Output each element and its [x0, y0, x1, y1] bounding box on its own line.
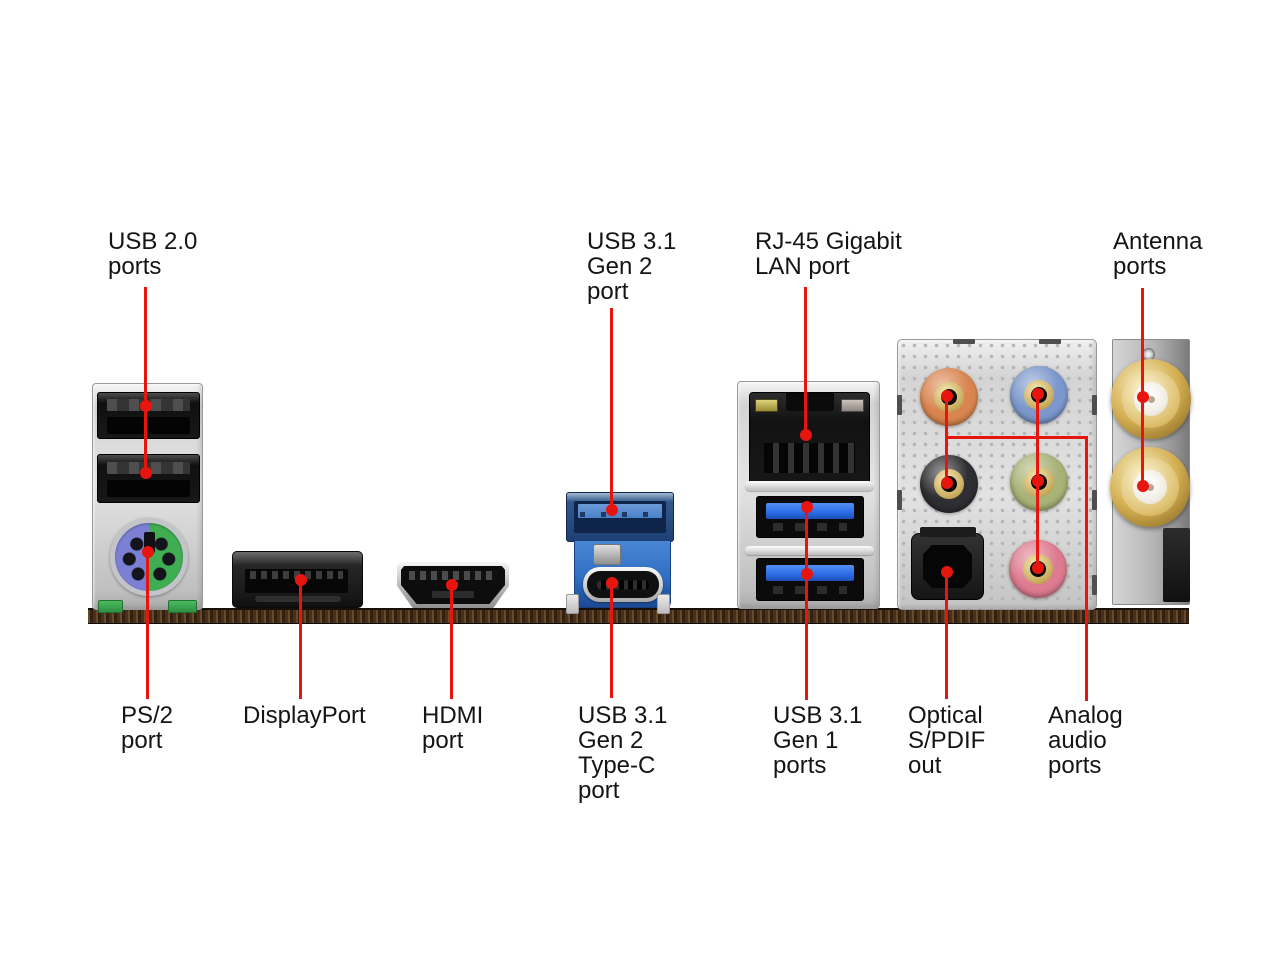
- audio-jack-green-line-out: [1010, 453, 1068, 511]
- usb31-gen2-housing: [574, 540, 671, 608]
- label-ps2-port: PS/2 port: [121, 702, 174, 754]
- lan-led-left: [755, 399, 778, 412]
- usb-contacts: [580, 512, 660, 517]
- callout-dot: [801, 568, 813, 580]
- usb-contacts: [773, 523, 847, 531]
- typec-cavity: [587, 571, 659, 598]
- displayport-bar: [255, 596, 341, 602]
- sma-pin-socket: [1147, 484, 1154, 491]
- label-optical-spdif-out: Optical S/PDIF out: [908, 702, 986, 779]
- usb-tongue: [578, 504, 662, 518]
- audio-bracket: [897, 339, 1097, 610]
- edge-notch: [897, 490, 902, 510]
- usb-2-0-port-2: [97, 454, 200, 503]
- usb31-gen2-typec-port: [583, 567, 663, 602]
- callout-dot: [1032, 562, 1044, 574]
- ps2-green-tab: [168, 600, 197, 613]
- edge-notch: [897, 395, 902, 415]
- label-usb-31-gen2-port: USB 3.1 Gen 2 port: [587, 228, 677, 305]
- metal-tab: [593, 544, 621, 565]
- callout-dot: [606, 577, 618, 589]
- usb-2-0-port-1: [97, 392, 200, 439]
- usb31-gen1-port-2: [756, 558, 864, 601]
- callout-line-optical: [945, 572, 948, 699]
- callout-line-analog-down: [1085, 436, 1088, 701]
- callout-line-antenna: [1141, 288, 1144, 487]
- hdmi-pins: [409, 570, 497, 581]
- rj45-base: [758, 474, 861, 482]
- divider-ridge: [745, 546, 874, 555]
- lan-led-right: [841, 399, 864, 412]
- callout-line-lan: [804, 287, 807, 437]
- label-hdmi-port: HDMI port: [422, 702, 484, 754]
- ps2-key-slot: [143, 531, 156, 553]
- callout-dot: [142, 546, 154, 558]
- usb-contacts: [773, 586, 847, 594]
- rj45-pins: [764, 443, 855, 473]
- callout-dot: [1032, 388, 1044, 400]
- callout-dot: [1032, 475, 1044, 487]
- callout-dot: [941, 477, 953, 489]
- label-antenna-ports: Antenna ports: [1113, 228, 1203, 280]
- optical-lip: [920, 527, 976, 537]
- antenna-port-2: [1110, 447, 1190, 527]
- mount-ear: [657, 594, 670, 614]
- label-usb-2-0-ports: USB 2.0 ports: [108, 228, 198, 280]
- lan-usb-bracket: [737, 381, 880, 609]
- pcb-edge-strip: [88, 608, 1189, 624]
- callout-dot: [140, 467, 152, 479]
- callout-dot: [800, 429, 812, 441]
- edge-notch: [1092, 490, 1097, 510]
- divider-ridge: [745, 481, 874, 491]
- bracket-component: [1163, 528, 1190, 602]
- sma-pin-socket: [1148, 396, 1155, 403]
- edge-notch: [953, 339, 975, 344]
- callout-line-usb31-gen1: [805, 507, 808, 700]
- callout-dot: [606, 504, 618, 516]
- callout-dot: [295, 574, 307, 586]
- usb31-gen2-typea-port: [566, 492, 674, 542]
- callout-dot: [941, 390, 953, 402]
- callout-line-usb31-gen2: [610, 308, 613, 511]
- callout-line-analog-horizontal: [945, 436, 1088, 439]
- audio-jack-blue-line-in: [1010, 366, 1068, 424]
- callout-dot: [1137, 391, 1149, 403]
- antenna-port-1: [1111, 359, 1191, 439]
- callout-line-displayport: [299, 580, 302, 699]
- rj45-clip-slot: [786, 393, 834, 411]
- edge-notch: [1092, 575, 1097, 595]
- callout-dot: [446, 579, 458, 591]
- edge-notch: [1092, 395, 1097, 415]
- callout-line-analog-left: [945, 396, 948, 483]
- callout-dot: [801, 501, 813, 513]
- ps2-green-tab: [98, 600, 123, 613]
- usb-cavity: [574, 501, 666, 533]
- typec-contacts: [597, 580, 649, 589]
- callout-line-hdmi: [450, 585, 453, 699]
- label-analog-audio-ports: Analog audio ports: [1048, 702, 1123, 779]
- usb-cavity: [107, 417, 190, 434]
- label-usb-31-gen1-ports: USB 3.1 Gen 1 ports: [773, 702, 863, 779]
- mount-ear: [566, 594, 579, 614]
- callout-dot: [1137, 480, 1149, 492]
- label-rj45-lan-port: RJ-45 Gigabit LAN port: [755, 228, 902, 280]
- callout-line-typec: [610, 583, 613, 698]
- antenna-bracket: [1110, 339, 1191, 605]
- label-usb-31-gen2-typec: USB 3.1 Gen 2 Type-C port: [578, 702, 668, 804]
- audio-jack-black-rear: [920, 455, 978, 513]
- ps2-connector: [110, 518, 188, 596]
- callout-dot: [140, 400, 152, 412]
- callout-line-ps2: [146, 552, 149, 699]
- callout-dot: [941, 566, 953, 578]
- usb-cavity: [107, 480, 190, 498]
- label-displayport: DisplayPort: [243, 702, 366, 729]
- usb2-ps2-bracket: [92, 383, 203, 610]
- edge-notch: [1039, 339, 1061, 344]
- callout-line-usb2: [144, 287, 147, 474]
